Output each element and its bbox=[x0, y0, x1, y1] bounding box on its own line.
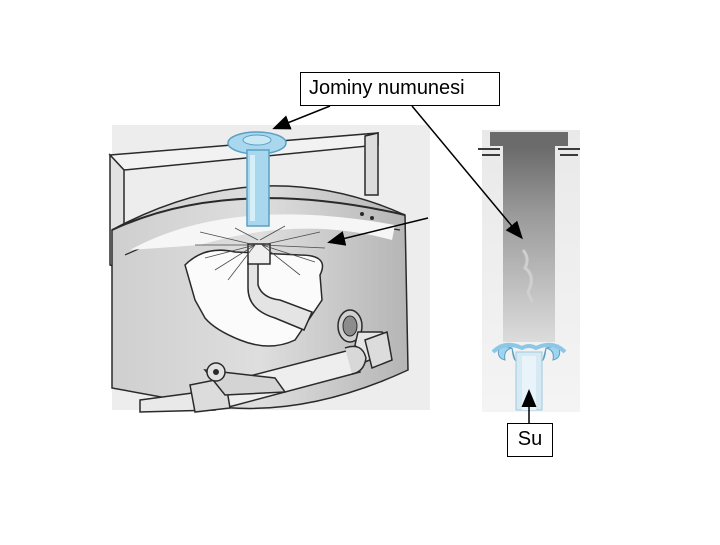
water-label: Su bbox=[507, 423, 553, 457]
specimen-label: Jominy numunesi bbox=[300, 72, 500, 106]
jominy-specimen bbox=[227, 131, 287, 227]
outlet-pipe bbox=[337, 309, 393, 370]
quench-tank bbox=[108, 125, 430, 413]
inlet-pipe bbox=[139, 345, 367, 413]
specimen-cross-section bbox=[478, 130, 580, 412]
arrow-icon bbox=[272, 105, 537, 423]
water-spray bbox=[195, 225, 326, 281]
